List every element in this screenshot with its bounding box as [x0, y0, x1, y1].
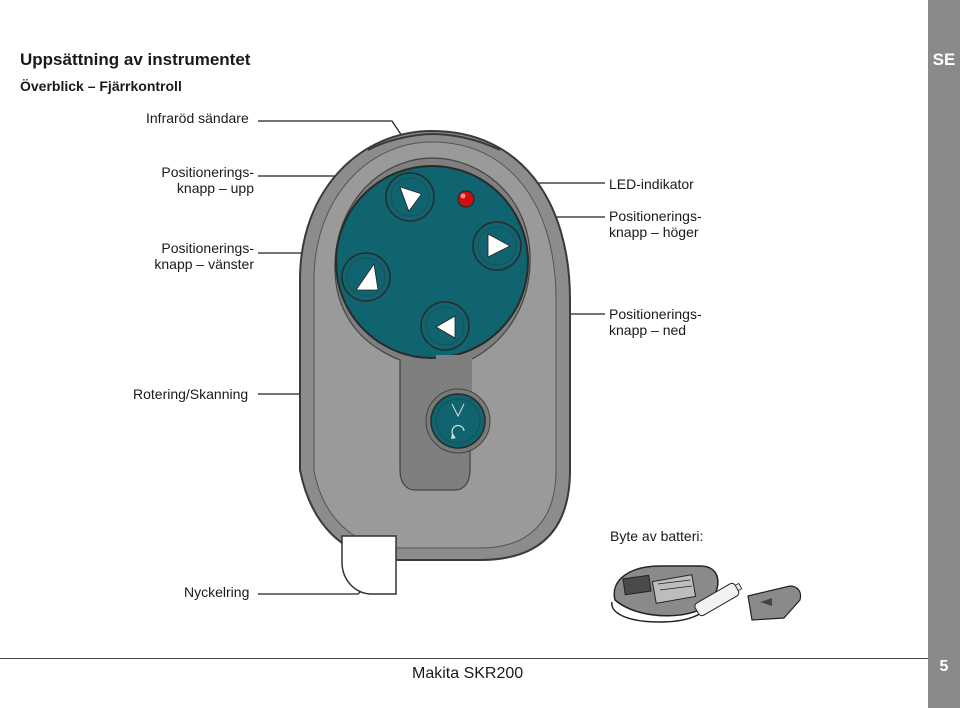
- label-btn-down-line1: Positionerings-: [609, 306, 702, 322]
- label-battery: Byte av batteri:: [610, 528, 704, 544]
- sidebar-strip: [928, 0, 960, 708]
- led-indicator: [457, 190, 475, 208]
- label-btn-down-line2: knapp – ned: [609, 322, 687, 338]
- battery-illustration: [611, 565, 802, 623]
- label-keyring: Nyckelring: [184, 584, 250, 600]
- remote-illustration: [258, 120, 802, 623]
- label-btn-down: Positionerings- knapp – ned: [609, 306, 702, 338]
- label-btn-left: Positionerings- knapp – vänster: [140, 240, 254, 272]
- label-btn-left-line2: knapp – vänster: [154, 256, 254, 272]
- button-up[interactable]: [385, 172, 435, 222]
- arrow-down-icon: [435, 315, 456, 339]
- label-btn-up-line1: Positionerings-: [161, 164, 254, 180]
- leader-ir-sender: [258, 120, 403, 137]
- footer-product: Makita SKR200: [412, 665, 524, 682]
- arrow-right-icon: [487, 233, 511, 258]
- button-left[interactable]: [341, 252, 391, 302]
- label-rotation: Rotering/Skanning: [133, 386, 249, 402]
- label-btn-right: Positionerings- knapp – höger: [609, 208, 702, 240]
- rotation-arrow-icon: [451, 403, 465, 418]
- language-tab: SE: [932, 50, 956, 69]
- label-btn-up-line2: knapp – upp: [176, 180, 254, 196]
- button-right[interactable]: [472, 221, 522, 271]
- footer-divider: [0, 658, 928, 659]
- keyring-hole: [341, 535, 397, 595]
- label-btn-up: Positionerings- knapp – upp: [150, 164, 254, 196]
- label-ir-sender: Infraröd sändare: [146, 110, 249, 126]
- label-btn-left-line1: Positionerings-: [161, 240, 254, 256]
- label-btn-right-line1: Positionerings-: [609, 208, 702, 224]
- label-btn-right-line2: knapp – höger: [609, 224, 699, 240]
- page-number: 5: [939, 658, 949, 675]
- page-subtitle: Överblick – Fjärrkontroll: [20, 78, 182, 94]
- label-led: LED-indikator: [609, 176, 694, 192]
- rotation-icon: [451, 425, 465, 437]
- button-panel: [335, 165, 529, 359]
- button-down[interactable]: [420, 301, 470, 351]
- neck-recess: [436, 355, 472, 395]
- arrow-up-icon: [399, 186, 423, 213]
- button-rotation[interactable]: [425, 388, 491, 454]
- arrow-left-icon: [355, 262, 379, 291]
- page-title: Uppsättning av instrumentet: [20, 50, 251, 69]
